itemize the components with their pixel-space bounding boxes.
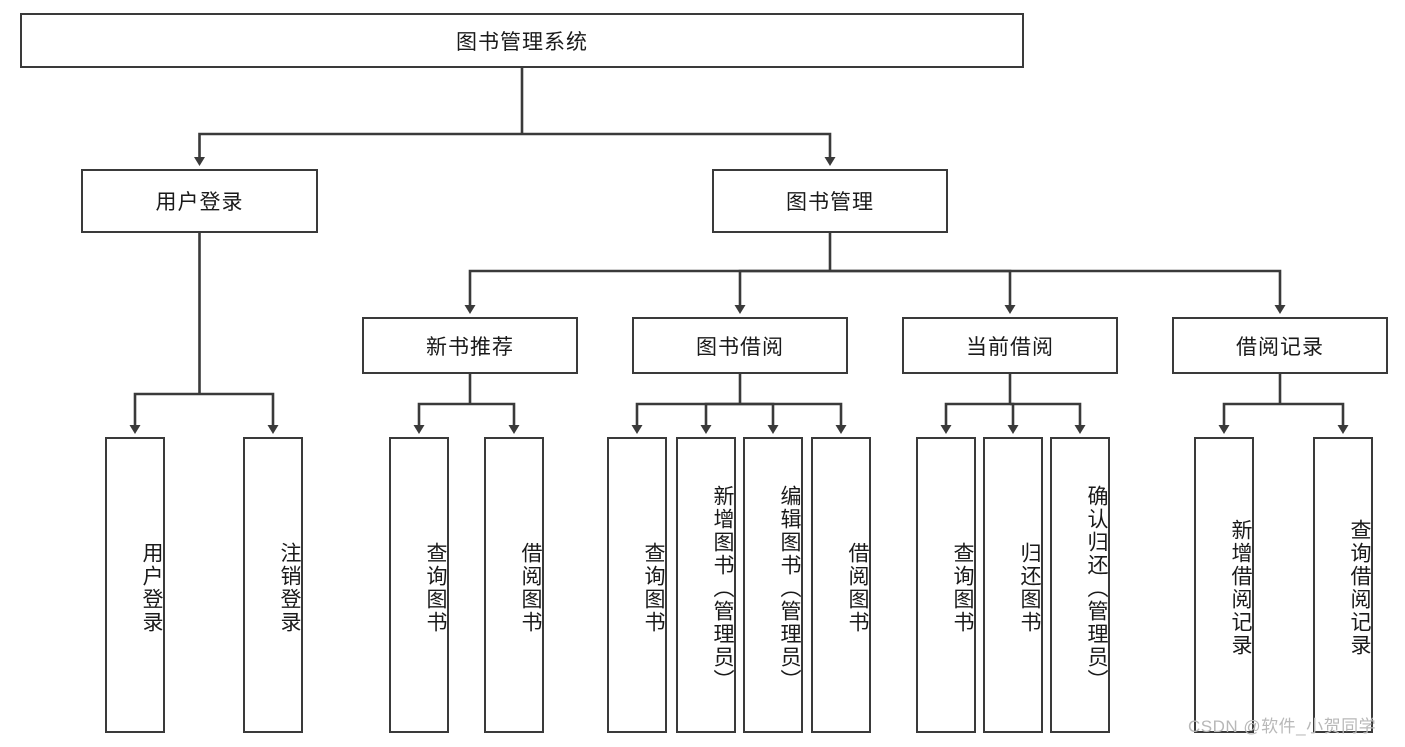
node-leaf-leaf-borrow-edit-book: 编辑图书（管理员） (743, 437, 803, 733)
node-leaf-leaf-borrow-query-book: 查询图书 (607, 437, 667, 733)
connector (1010, 402, 1086, 434)
node-leaf-leaf-borrow-borrow-book: 借阅图书 (811, 437, 871, 733)
node-label: 用户登录 (140, 542, 163, 634)
node-label: 查询借阅记录 (1348, 519, 1371, 657)
connector (830, 269, 1016, 314)
node-l3-new-book-recommend: 新书推荐 (362, 317, 578, 374)
node-leaf-leaf-rec-borrow-book: 借阅图书 (484, 437, 544, 733)
node-label: 查询图书 (642, 542, 665, 634)
node-leaf-leaf-rec-query-book: 查询图书 (389, 437, 449, 733)
node-label: 借阅图书 (519, 542, 542, 634)
node-leaf-leaf-rec-add-record: 新增借阅记录 (1194, 437, 1254, 733)
connector (129, 392, 200, 434)
node-label: 图书管理系统 (456, 30, 588, 54)
connector (631, 402, 740, 434)
connector (940, 402, 1010, 434)
node-l3-borrow-record: 借阅记录 (1172, 317, 1388, 374)
connector (413, 402, 470, 434)
connector (1280, 402, 1349, 434)
connector (464, 269, 830, 314)
node-leaf-leaf-borrow-add-book: 新增图书（管理员） (676, 437, 736, 733)
connector (522, 132, 836, 166)
node-label: 新增图书（管理员） (711, 484, 734, 692)
node-leaf-leaf-cur-return-book: 归还图书 (983, 437, 1043, 733)
node-l2-book-manage: 图书管理 (712, 169, 948, 233)
connector (194, 132, 522, 166)
connector (1218, 402, 1280, 434)
node-label: 确认归还（管理员） (1085, 484, 1108, 692)
node-label: 新书推荐 (426, 335, 514, 359)
node-label: 注销登录 (278, 542, 301, 634)
node-label: 编辑图书（管理员） (778, 484, 801, 692)
connector (199, 392, 279, 434)
connector (1007, 402, 1019, 434)
node-leaf-leaf-rec-query-record: 查询借阅记录 (1313, 437, 1373, 733)
node-label: 查询图书 (951, 542, 974, 634)
csdn-watermark: CSDN @软件_小贺同学 (1188, 717, 1377, 736)
node-label: 用户登录 (155, 191, 244, 214)
connector (740, 402, 847, 434)
connector (740, 402, 779, 434)
connector (734, 269, 830, 314)
node-label: 查询图书 (424, 542, 447, 634)
connector (830, 269, 1286, 314)
connector (470, 402, 520, 434)
node-label: 新增借阅记录 (1229, 519, 1252, 657)
node-label: 借阅记录 (1236, 335, 1324, 359)
node-label: 当前借阅 (966, 335, 1054, 359)
node-l2-user-login: 用户登录 (81, 169, 318, 233)
node-leaf-leaf-cur-confirm-return: 确认归还（管理员） (1050, 437, 1110, 733)
node-label: 图书管理 (786, 191, 874, 214)
node-label: 图书借阅 (696, 335, 784, 359)
node-l3-book-borrow: 图书借阅 (632, 317, 848, 374)
node-label: 归还图书 (1018, 542, 1041, 634)
node-leaf-leaf-user-logout: 注销登录 (243, 437, 303, 733)
node-l3-current-borrow: 当前借阅 (902, 317, 1118, 374)
node-leaf-leaf-cur-query-book: 查询图书 (916, 437, 976, 733)
connector (700, 402, 740, 434)
node-root-root: 图书管理系统 (20, 13, 1024, 68)
node-leaf-leaf-user-login: 用户登录 (105, 437, 165, 733)
node-label: 借阅图书 (846, 542, 869, 634)
